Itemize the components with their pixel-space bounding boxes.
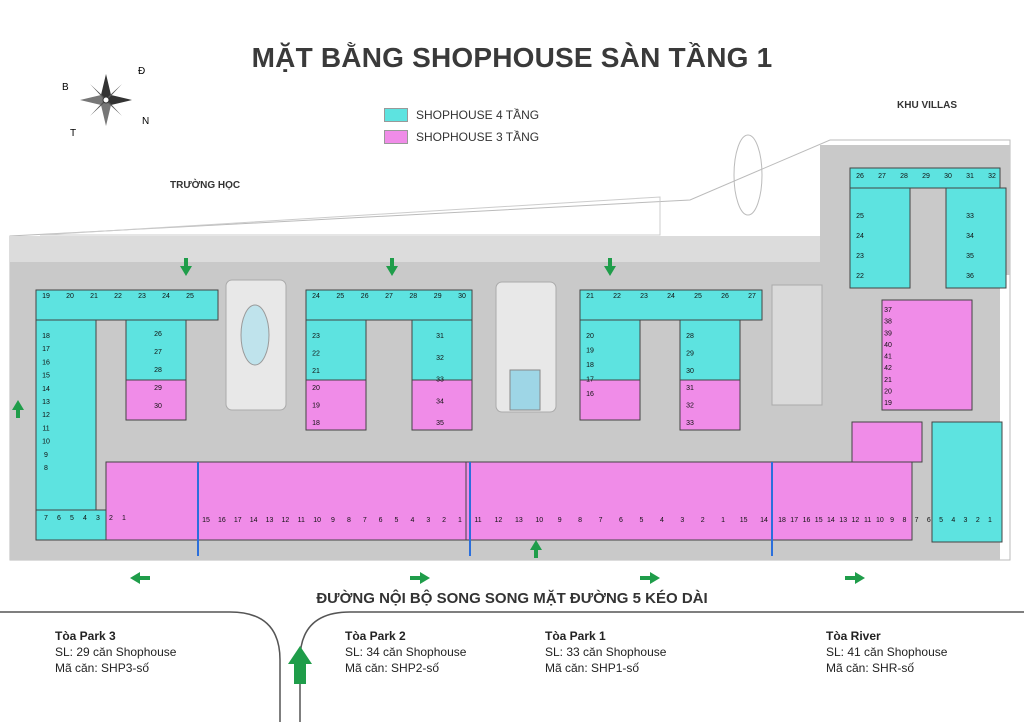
unit-row [465,461,773,541]
unit-col [35,319,97,511]
arrow-icon [530,540,542,558]
unit-col [849,187,911,289]
unit-row [105,461,199,541]
unit-col [305,319,367,381]
compass-letter: N [142,116,149,127]
unit-col [125,319,187,381]
unit-row [579,289,763,321]
road-label: ĐƯỜNG NỘI BỘ SONG SONG MẶT ĐƯỜNG 5 KÉO D… [316,590,708,607]
unit-col [579,379,641,421]
building-code: Mã căn: SHP2-số [345,661,440,675]
building-park3 [35,289,219,541]
school-label: TRƯỜNG HỌC [170,180,241,191]
unit-col [125,379,187,421]
parking-strip [10,236,830,262]
villas-label: KHU VILLAS [897,100,957,111]
building-count: SL: 41 căn Shophouse [826,645,948,659]
building-info-park3: Tòa Park 3 SL: 29 căn Shophouse Mã căn: … [55,628,176,676]
building-info-park1: Tòa Park 1 SL: 33 căn Shophouse Mã căn: … [545,628,666,676]
unit-col [411,319,473,381]
unit-col [411,379,473,431]
unit-col [579,319,641,381]
direction-arrows [12,258,865,684]
building-code: Mã căn: SHP3-số [55,661,150,675]
unit-row [305,289,473,321]
arrow-icon [12,400,24,418]
legend-label: SHOPHOUSE 4 TẦNG [416,108,540,122]
building-name: Tòa Park 1 [545,629,606,643]
building-count: SL: 29 căn Shophouse [55,645,177,659]
arrow-icon [288,646,312,684]
compass-letter: T [70,128,76,139]
legend-swatch-cyan [384,108,408,122]
legend-item-3-floor: SHOPHOUSE 3 TẦNG [384,126,539,148]
unit-row [35,289,219,321]
compass-letter: B [62,82,69,93]
building-info-park2: Tòa Park 2 SL: 34 căn Shophouse Mã căn: … [345,628,466,676]
unit-col [931,421,1003,543]
arrow-icon [410,572,430,584]
unit-col [849,167,1001,189]
compass-letter: Đ [138,66,145,77]
unit-col [881,299,973,411]
unit-row [35,509,107,541]
unit-col [679,379,741,431]
roundabout [733,134,763,216]
legend: SHOPHOUSE 4 TẦNG SHOPHOUSE 3 TẦNG [384,104,539,148]
arrow-icon [130,572,150,584]
pool [240,304,270,366]
legend-swatch-magenta [384,130,408,144]
building-name: Tòa River [826,629,881,643]
unit-col [305,379,367,431]
building-name: Tòa Park 2 [345,629,406,643]
building-code: Mã căn: SHR-số [826,661,915,675]
unit-row [771,461,913,541]
school-boundary [39,196,661,236]
arrow-icon [180,258,192,276]
arrow-icon [640,572,660,584]
unit-col [945,187,1007,289]
building-count: SL: 34 căn Shophouse [345,645,467,659]
legend-label: SHOPHOUSE 3 TẦNG [416,130,540,144]
compass-icon: B Đ T N [62,66,149,139]
parking-bay [771,284,823,406]
legend-item-4-floor: SHOPHOUSE 4 TẦNG [384,104,539,126]
building-count: SL: 33 căn Shophouse [545,645,667,659]
road-curve [0,611,281,722]
arrow-icon [386,258,398,276]
unit-row [197,461,467,541]
pool [509,369,541,411]
building-river [771,167,1007,543]
arrow-icon [604,258,616,276]
building-park1 [465,289,773,541]
arrow-icon [845,572,865,584]
building-code: Mã căn: SHP1-số [545,661,640,675]
building-name: Tòa Park 3 [55,629,116,643]
unit-col [851,421,923,463]
building-park2 [197,289,473,541]
unit-col [679,319,741,381]
building-info-river: Tòa River SL: 41 căn Shophouse Mã căn: S… [826,628,947,676]
page-title: MẶT BẰNG SHOPHOUSE SÀN TẦNG 1 [251,42,773,73]
